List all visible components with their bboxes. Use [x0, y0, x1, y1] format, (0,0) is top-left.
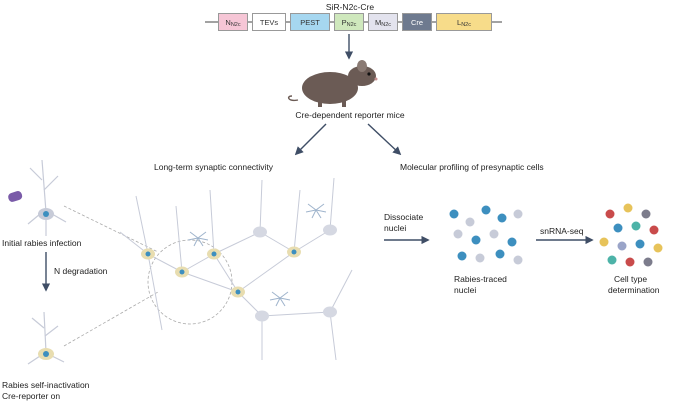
gene-cre: Cre	[402, 13, 432, 31]
rabies-virus-icon	[8, 191, 23, 202]
label-reporter-mice: Cre-dependent reporter mice	[295, 110, 405, 120]
label-self-inactivation: Rabies self-inactivation	[2, 380, 90, 390]
zoom-line-bottom	[63, 291, 159, 347]
label-traced-nuclei: nuclei	[454, 285, 477, 295]
label-snrna-seq: snRNA-seq	[540, 226, 584, 236]
label-cre-reporter-on: Cre-reporter on	[2, 391, 61, 401]
cell-type-nuclei	[599, 203, 663, 267]
mouse-icon	[287, 60, 378, 107]
arrow-to-profiling	[367, 123, 402, 156]
zoom-line-top	[63, 205, 159, 253]
label-n-degradation: N degradation	[54, 266, 108, 276]
gene-tevs: TEVs	[252, 13, 286, 31]
label-dissociate-nuclei: nuclei	[384, 223, 407, 233]
label-initial-infection: Initial rabies infection	[2, 238, 82, 248]
gene-p-n2c: PN2c	[334, 13, 364, 31]
initial-neuron-nucleus	[43, 211, 49, 217]
inactivated-neuron	[27, 311, 65, 365]
label-rabies-traced: Rabies-traced	[454, 274, 507, 284]
neural-network	[119, 177, 353, 361]
traced-nuclei	[449, 205, 523, 265]
astrocytes	[187, 203, 327, 307]
label-cell-type: Cell type	[614, 274, 648, 284]
construct-title: SiR-N2c-Cre	[325, 2, 375, 12]
initial-infected-neuron	[27, 159, 67, 236]
arrow-to-connectivity	[294, 123, 327, 156]
label-connectivity: Long-term synaptic connectivity	[154, 162, 274, 172]
label-profiling: Molecular profiling of presynaptic cells	[400, 162, 544, 172]
label-dissociate: Dissociate	[384, 212, 424, 222]
inactivated-neuron-nucleus	[43, 351, 49, 357]
network-somata	[141, 224, 337, 322]
gene-m-n2c: MN2c	[368, 13, 398, 31]
gene-n-n2c: NN2c	[218, 13, 248, 31]
gene-l-n2c: LN2c	[436, 13, 492, 31]
label-determination: determination	[608, 285, 660, 295]
gene-pest: PEST	[290, 13, 330, 31]
